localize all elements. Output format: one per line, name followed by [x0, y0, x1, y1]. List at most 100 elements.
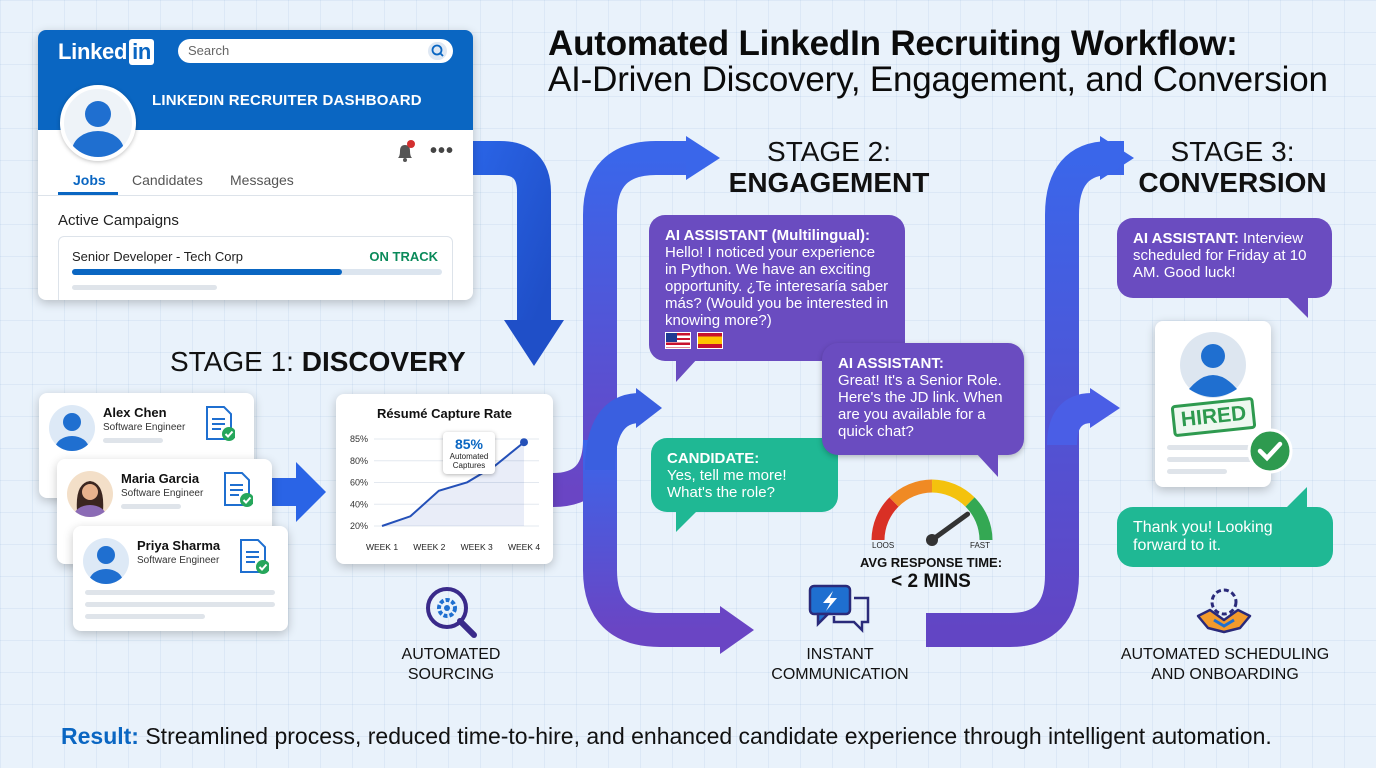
gauge-needle	[929, 511, 971, 543]
stage1-name: DISCOVERY	[301, 346, 466, 377]
gauge-high-label: FAST	[970, 541, 991, 550]
magnifier-gear-icon	[426, 587, 477, 638]
search-icon[interactable]	[428, 42, 447, 60]
placeholder-line	[85, 614, 205, 619]
bubble-tail	[1285, 487, 1307, 509]
divider	[38, 195, 473, 196]
hired-stamp: HIRED	[1170, 396, 1257, 438]
person-avatar-icon	[83, 538, 129, 584]
candidate-thanks-message: Thank you! Looking forward to it.	[1117, 507, 1333, 567]
bubble-tail	[976, 453, 998, 477]
arrowhead-discovery	[264, 462, 326, 522]
gauge-low-label: LOOS	[872, 541, 895, 550]
us-flag-icon	[665, 332, 691, 349]
placeholder-line	[85, 590, 275, 595]
y-tick-label: 20%	[350, 521, 368, 531]
campaign-progress-bar	[72, 269, 442, 275]
candidate-role: Software Engineer	[121, 488, 204, 499]
candidate-role: Software Engineer	[103, 422, 186, 433]
y-tick-label: 60%	[350, 478, 368, 488]
resume-check-icon	[206, 406, 235, 441]
bell-icon[interactable]	[394, 140, 416, 164]
response-time-label: AVG RESPONSE TIME:	[859, 555, 1003, 570]
person-avatar-icon	[1180, 332, 1246, 398]
resume-capture-chart: Résumé Capture Rate 85% 80% 60% 40% 20% WEEK …	[336, 394, 553, 564]
candidate-name: Priya Sharma	[137, 538, 221, 553]
arrowhead-down	[504, 320, 564, 366]
resume-check-icon	[240, 539, 269, 574]
tab-candidates[interactable]: Candidates	[132, 172, 203, 188]
y-tick-label: 80%	[350, 456, 368, 466]
candidate-name: Alex Chen	[103, 405, 167, 420]
campaign-progress-fill	[72, 269, 343, 275]
data-point	[520, 438, 528, 447]
main-subtitle: AI-Driven Discovery, Engagement, and Con…	[548, 60, 1328, 99]
candidate-message: CANDIDATE:Yes, tell me more! What's the …	[651, 438, 838, 512]
x-tick-label: WEEK 2	[413, 542, 445, 552]
dashboard-to-stage2-arrow	[470, 141, 551, 322]
placeholder-line	[85, 602, 275, 607]
response-time-value: < 2 MINS	[891, 571, 971, 592]
chart-plot: 85% 80% 60% 40% 20% WEEK 1 WEEK 2 WEEK 3 WEEK 4	[350, 434, 540, 552]
stage1-heading: STAGE 1: DISCOVERY	[170, 346, 466, 377]
active-tab-indicator	[58, 192, 118, 195]
stage2-mid-arrow	[585, 393, 642, 471]
x-tick-label: WEEK 3	[461, 542, 493, 552]
arrowhead-stage2-lower	[720, 606, 754, 654]
linkedin-in-logo: in	[129, 39, 155, 65]
candidate-name: Maria Garcia	[121, 471, 200, 486]
search-input[interactable]: Search	[178, 39, 453, 63]
chart-title: Résumé Capture Rate	[376, 406, 513, 421]
dashboard-title: LINKEDIN RECRUITER DASHBOARD	[152, 92, 422, 109]
ai-message-followup: AI ASSISTANT:Great! It's a Senior Role. …	[822, 343, 1024, 455]
person-avatar-icon	[67, 471, 113, 517]
result-statement: Result: Streamlined process, reduced tim…	[61, 723, 1272, 749]
stage2-heading: STAGE 2:ENGAGEMENT	[720, 136, 938, 198]
tab-jobs[interactable]: Jobs	[73, 172, 106, 188]
profile-avatar-icon[interactable]	[60, 85, 136, 161]
spain-flag-icon	[697, 332, 723, 349]
candidate-card[interactable]: Priya Sharma Software Engineer	[73, 526, 288, 631]
line-area	[382, 442, 524, 526]
ai-message-multilingual: AI ASSISTANT (Multilingual):Hello! I not…	[649, 215, 905, 361]
placeholder-line	[72, 285, 217, 290]
arrowhead-stage3-mid	[1090, 388, 1120, 428]
placeholder-line	[1167, 445, 1253, 450]
tab-messages[interactable]: Messages	[230, 172, 294, 188]
placeholder-line	[121, 504, 181, 509]
arrowhead-stage2	[686, 136, 720, 180]
x-tick-label: WEEK 1	[366, 542, 398, 552]
person-avatar-icon	[49, 405, 95, 451]
candidate-role: Software Engineer	[137, 555, 220, 566]
callout-label: Automated Captures	[449, 452, 489, 470]
y-tick-label: 40%	[350, 499, 368, 509]
ai-scheduling-message: AI ASSISTANT: Interview scheduled for Fr…	[1117, 218, 1332, 298]
stage2-name: ENGAGEMENT	[728, 167, 930, 198]
chat-lightning-icon	[808, 584, 870, 634]
bubble-tail	[676, 358, 698, 382]
stage3-heading: STAGE 3:CONVERSION	[1130, 136, 1335, 198]
x-tick-label: WEEK 4	[508, 542, 540, 552]
search-placeholder: Search	[188, 43, 230, 58]
bubble-tail	[1286, 296, 1308, 318]
campaign-status: ON TRACK	[369, 249, 438, 264]
campaign-card[interactable]: Senior Developer - Tech Corp ON TRACK	[58, 236, 453, 300]
bubble-tail	[676, 510, 698, 532]
check-circle-icon	[1247, 428, 1293, 474]
series-line	[381, 441, 525, 527]
placeholder-line	[103, 438, 163, 443]
callout-value: 85%	[454, 436, 484, 452]
placeholder-line	[1167, 469, 1227, 474]
more-options-icon[interactable]: •••	[430, 140, 455, 162]
stage3-name: CONVERSION	[1138, 167, 1327, 198]
speed-gauge-icon	[871, 479, 993, 546]
y-tick-label: 85%	[350, 434, 368, 444]
arrowhead-stage3	[1100, 136, 1134, 180]
resume-check-icon	[224, 472, 253, 507]
section-title: Active Campaigns	[58, 212, 179, 229]
